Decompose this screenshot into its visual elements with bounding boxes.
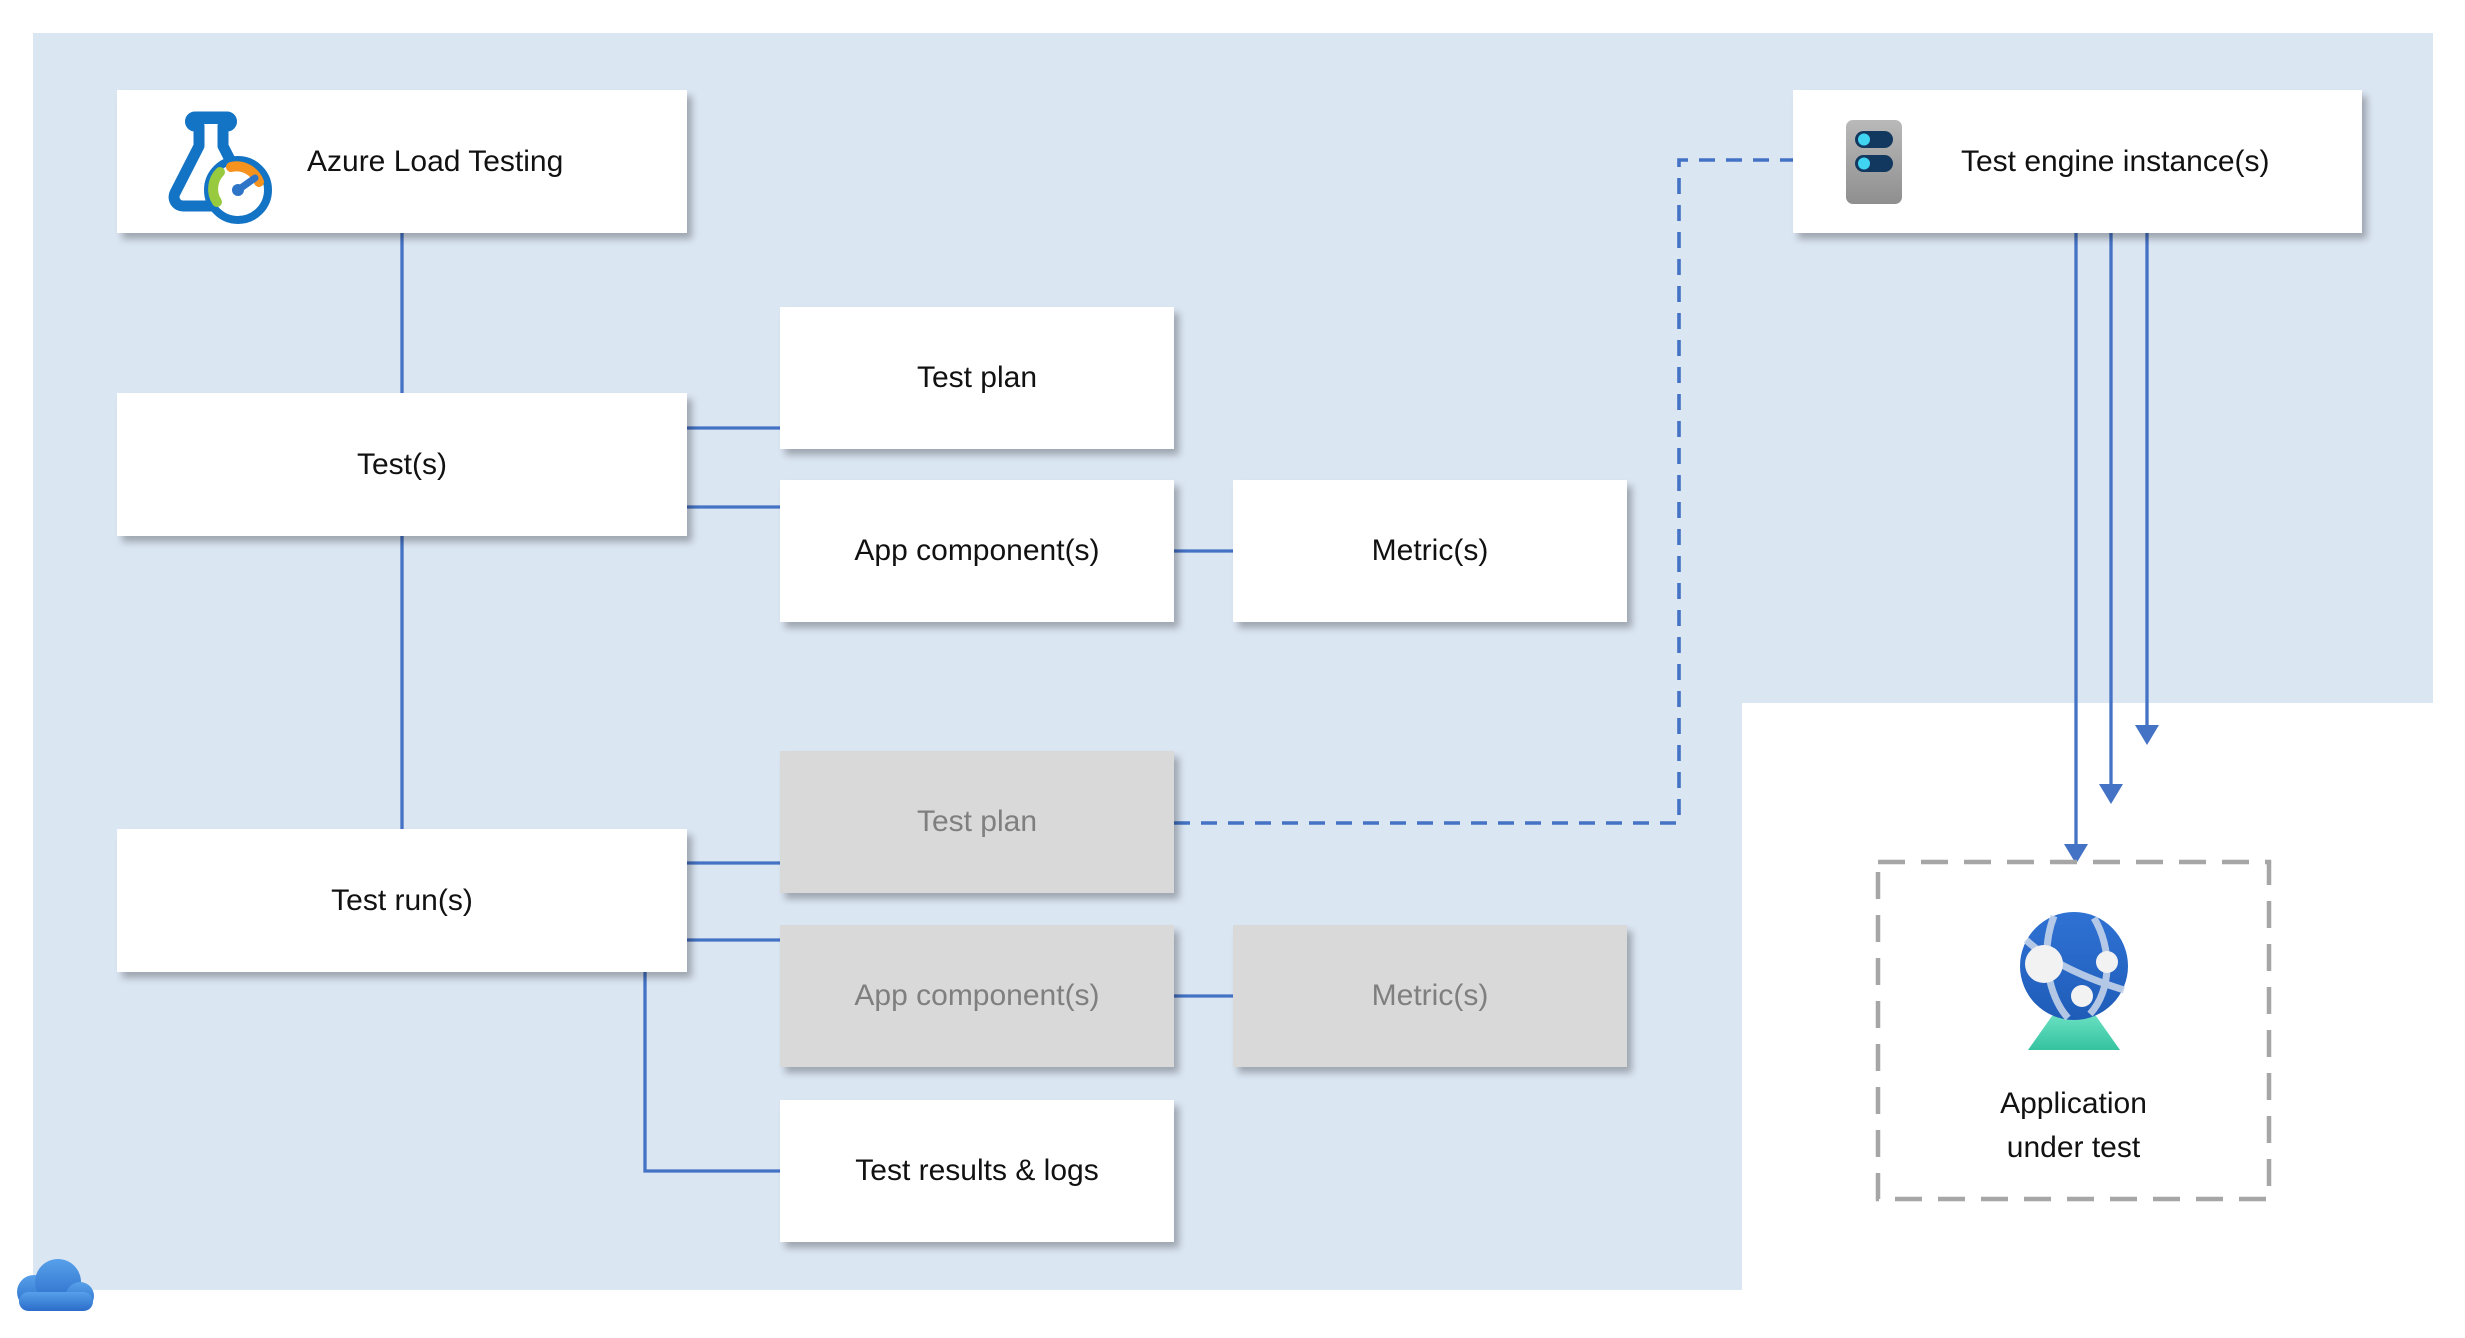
node-label: Test(s) (357, 447, 447, 481)
edge-testruns-to-results (643, 972, 780, 1173)
arrowhead-3 (2135, 725, 2159, 745)
node-test-runs: Test run(s) (117, 829, 687, 972)
node-label: App component(s) (854, 534, 1100, 567)
node-label: Test results & logs (855, 1154, 1099, 1187)
node-label: Test run(s) (331, 883, 473, 917)
globe-icon (2019, 912, 2128, 1050)
arrowhead-2 (2099, 784, 2123, 804)
node-label: Azure Load Testing (307, 144, 564, 178)
application-under-test-dashed-border (1875, 859, 2272, 1202)
node-label: Metric(s) (1371, 979, 1489, 1012)
node-label: App component(s) (854, 979, 1100, 1012)
node-run-metrics: Metric(s) (1233, 925, 1627, 1067)
node-azure-load-testing: Azure Load Testing (117, 90, 687, 233)
background-white-notch (1742, 703, 2465, 1338)
cloud-icon (17, 1259, 94, 1311)
node-application-under-test: Application under test (1878, 862, 2269, 1199)
node-test-results: Test results & logs (780, 1100, 1174, 1242)
node-test-engine: Test engine instance(s) (1793, 90, 2362, 233)
node-run-test-plan: Test plan (780, 751, 1174, 893)
node-tests: Test(s) (117, 393, 687, 536)
arrowhead-1 (2064, 844, 2088, 864)
load-testing-flask-gauge-icon (168, 111, 272, 224)
node-run-app-components: App component(s) (780, 925, 1174, 1067)
node-metrics: Metric(s) (1233, 480, 1627, 622)
server-icon (1846, 119, 1902, 204)
node-label: Metric(s) (1371, 534, 1489, 567)
node-label: Test engine instance(s) (1961, 144, 2270, 178)
node-test-plan: Test plan (780, 307, 1174, 449)
node-label: Test plan (916, 805, 1038, 838)
node-label-line1: Application (2000, 1087, 2147, 1120)
node-label: Test plan (916, 361, 1038, 394)
node-app-components: App component(s) (780, 480, 1174, 622)
edge-runtestplan-to-engine-dashed (1174, 158, 1793, 825)
node-label-line2: under test (2006, 1130, 2141, 1164)
